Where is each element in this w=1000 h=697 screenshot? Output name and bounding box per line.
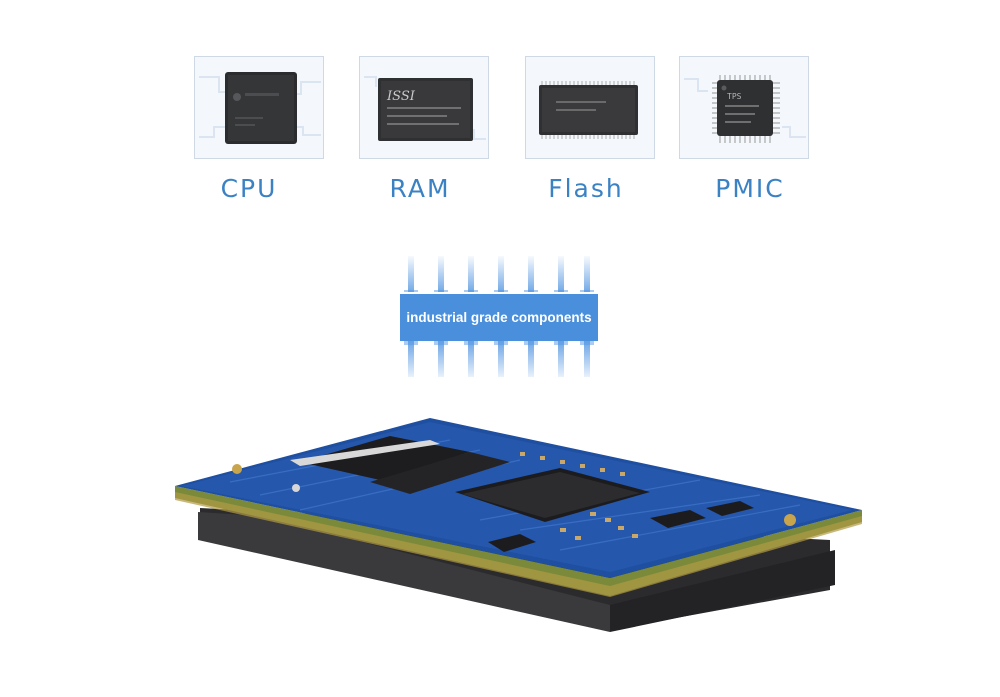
ram-label: RAM <box>389 174 451 203</box>
system-on-module-board-icon <box>175 418 862 632</box>
ram-marking: ISSI <box>386 89 416 104</box>
flash-chip-icon <box>539 81 638 139</box>
cpu-label: CPU <box>220 174 278 203</box>
cpu-chip-icon <box>199 72 321 144</box>
connector-lines-top-icon <box>404 256 594 292</box>
connector-lines-bottom-icon <box>404 341 594 377</box>
cpu-chip-card <box>194 56 324 159</box>
industrial-grade-badge: industrial grade components <box>400 294 598 341</box>
ram-chip-card: ISSI <box>359 56 489 159</box>
pmic-marking: TPS <box>727 92 742 101</box>
flash-label: Flash <box>548 174 624 203</box>
pmic-chip-icon: TPS <box>684 75 806 143</box>
pmic-label: PMIC <box>715 174 785 203</box>
pmic-chip-card: TPS <box>679 56 809 159</box>
ram-chip-icon: ISSI <box>364 76 486 141</box>
flash-chip-card <box>525 56 655 159</box>
